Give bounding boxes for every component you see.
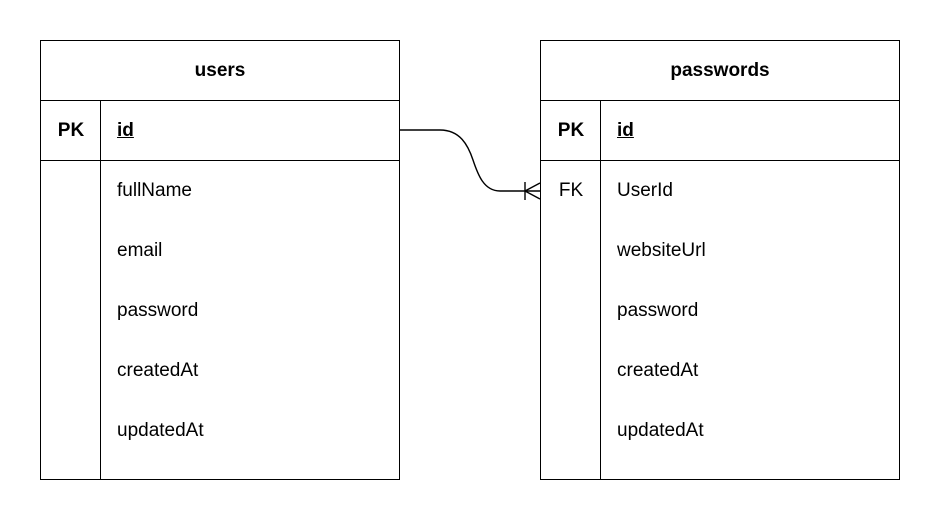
connector-line bbox=[400, 129, 540, 192]
field-row: fullName bbox=[41, 161, 399, 221]
field-row: createdAt bbox=[541, 341, 899, 401]
field-list: FK UserId websiteUrl password createdAt … bbox=[541, 161, 899, 479]
entity-passwords[interactable]: passwords PK id FK UserId websiteUrl pas… bbox=[540, 40, 900, 480]
field-name: websiteUrl bbox=[617, 240, 706, 261]
field-key-label bbox=[541, 281, 601, 341]
key-column-divider bbox=[41, 101, 101, 160]
field-key-label bbox=[41, 341, 101, 401]
key-column-divider bbox=[541, 161, 601, 479]
pk-field-name: id bbox=[617, 120, 634, 141]
pk-field-name: id bbox=[117, 120, 134, 141]
entity-title: users bbox=[41, 41, 399, 101]
entity-title: passwords bbox=[541, 41, 899, 101]
field-list: fullName email password createdAt update… bbox=[41, 161, 399, 479]
entity-users[interactable]: users PK id fullName email password crea… bbox=[40, 40, 400, 480]
pk-key-label: PK bbox=[57, 120, 85, 141]
field-row: password bbox=[41, 281, 399, 341]
crows-foot-icon bbox=[524, 182, 541, 200]
key-column-divider bbox=[41, 161, 101, 479]
field-name: createdAt bbox=[117, 360, 199, 381]
field-name: fullName bbox=[117, 180, 192, 201]
field-key-label bbox=[41, 221, 101, 281]
pk-key-label: PK bbox=[557, 120, 585, 141]
field-row: email bbox=[41, 221, 399, 281]
field-name: updatedAt bbox=[617, 420, 704, 441]
pk-row: PK id bbox=[541, 101, 899, 161]
field-row: FK UserId bbox=[541, 161, 899, 221]
field-row: websiteUrl bbox=[541, 221, 899, 281]
field-row: password bbox=[541, 281, 899, 341]
field-key-label bbox=[541, 341, 601, 401]
field-key-label bbox=[541, 221, 601, 281]
key-column-divider bbox=[541, 101, 601, 160]
field-name: password bbox=[617, 300, 699, 321]
pk-row: PK id bbox=[41, 101, 399, 161]
fk-key-label: FK bbox=[558, 180, 584, 201]
field-name: email bbox=[117, 240, 163, 261]
field-name: UserId bbox=[617, 180, 673, 201]
field-name: password bbox=[117, 300, 199, 321]
field-row: updatedAt bbox=[41, 401, 399, 461]
field-row: updatedAt bbox=[541, 401, 899, 461]
field-name: updatedAt bbox=[117, 420, 204, 441]
field-key-label bbox=[41, 161, 101, 221]
field-row: createdAt bbox=[41, 341, 399, 401]
field-key-label bbox=[41, 401, 101, 461]
field-key-label bbox=[41, 281, 101, 341]
field-key-label bbox=[541, 401, 601, 461]
field-name: createdAt bbox=[617, 360, 699, 381]
